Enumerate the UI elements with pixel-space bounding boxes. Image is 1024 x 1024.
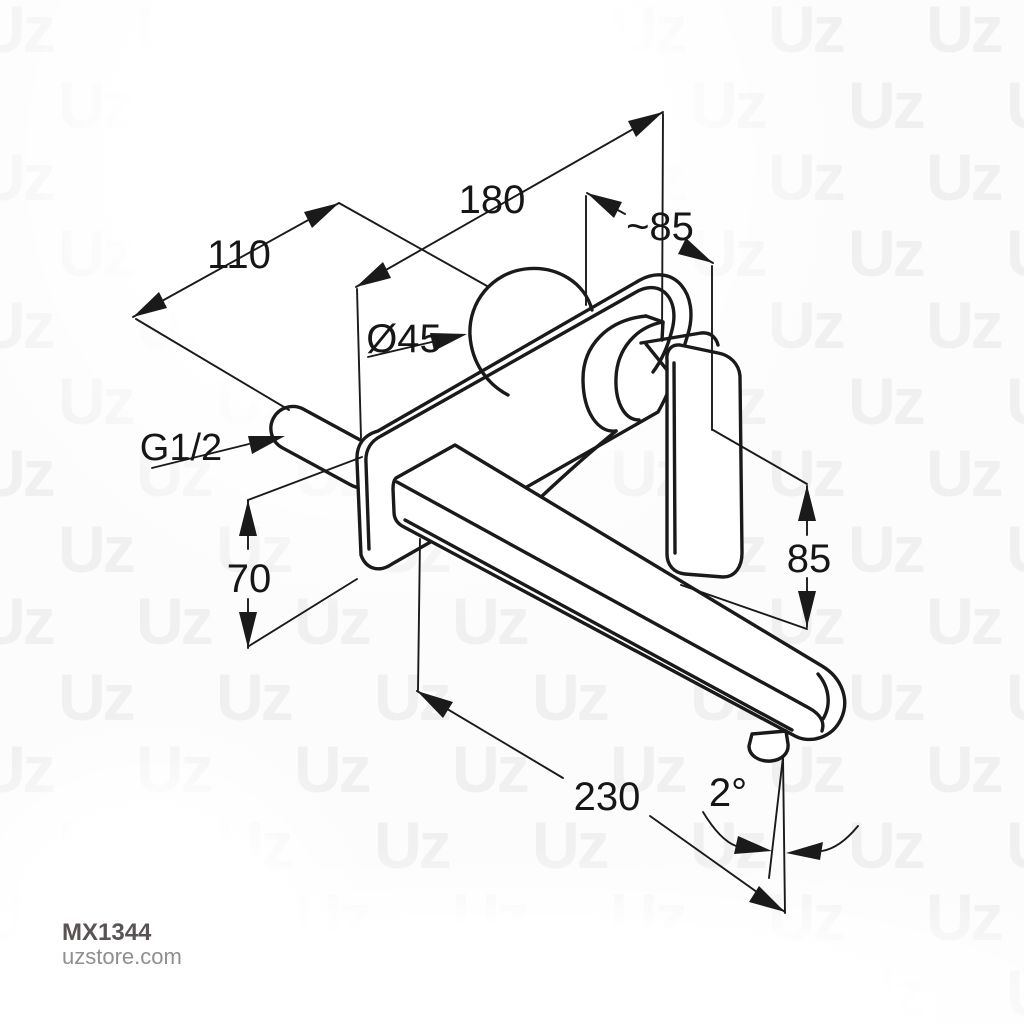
dimension-label-2deg: 2° <box>709 771 747 815</box>
extension-line-180-right <box>661 113 664 339</box>
extension-line-70-top <box>247 456 363 501</box>
handle-chamfer-line <box>672 361 677 555</box>
plumb-line <box>782 756 786 914</box>
extension-line-85-bottom <box>680 584 808 630</box>
arrowhead-icon <box>587 193 622 218</box>
dimension-label-thread: G1/2 <box>140 427 222 469</box>
cartridge-sleeve-outer <box>581 314 648 433</box>
dimension-label-230: 230 <box>574 775 641 819</box>
watermark-fade-top <box>0 0 860 630</box>
spout-tip-crease <box>816 672 830 721</box>
dimension-label-70: 70 <box>227 557 272 601</box>
leader-line-thread <box>151 443 250 469</box>
handle-back-top-edge <box>639 331 720 347</box>
dimension-line-110 <box>132 202 340 318</box>
dimension-label-dia45: Ø45 <box>366 317 442 361</box>
product-code: MX1344 <box>62 919 152 946</box>
arrowhead-icon <box>749 886 785 912</box>
arrowhead-icon <box>133 292 167 317</box>
extension-line-230 <box>417 538 421 691</box>
extension-line-180-left <box>356 288 362 439</box>
escutcheon-dome-icon <box>468 266 594 338</box>
faucet-assembly <box>269 266 847 763</box>
dimension-label-110: 110 <box>207 233 271 277</box>
extension-line-85-top <box>712 429 808 485</box>
arrowhead-icon <box>798 485 816 521</box>
leader-line-dia45 <box>367 340 437 358</box>
cartridge-sleeve-to-spout <box>539 429 618 499</box>
arrowhead-icon <box>248 436 285 454</box>
escutcheon-base-edge <box>468 334 510 397</box>
angle-arc-right <box>821 825 859 852</box>
arrowhead-icon <box>356 262 391 287</box>
arrowhead-icon <box>239 500 257 536</box>
arrowhead-icon <box>239 612 257 648</box>
angle-arc-left <box>702 811 737 847</box>
store-name: uzstore.com <box>62 944 182 969</box>
extension-line-110-right <box>338 202 488 287</box>
spout-ridge-line <box>395 480 825 733</box>
dimension-labels: 110 180 ~85 Ø45 G1/2 70 85 230 2° <box>140 178 831 819</box>
arrowhead-icon <box>304 203 339 228</box>
arrowhead-icon <box>417 691 453 718</box>
angle-line-2deg <box>768 756 784 879</box>
handle <box>665 343 744 579</box>
spout-chamfer-line <box>403 518 794 732</box>
arrowhead-icon <box>798 591 816 627</box>
arrowhead-icon <box>786 842 823 860</box>
arrowhead-icon <box>734 836 772 854</box>
extension-line-110-left <box>135 318 290 411</box>
aerator-icon <box>747 729 790 763</box>
handle-side-edge <box>644 342 669 372</box>
extension-line-70-bottom <box>248 578 358 647</box>
arrowhead-icon <box>628 112 663 137</box>
dimension-label-180: 180 <box>459 178 526 222</box>
arrowhead-icon <box>430 333 467 351</box>
arrowhead-icon <box>678 238 713 263</box>
dimension-lines <box>132 111 859 914</box>
dimension-line-180 <box>355 111 664 288</box>
dimension-label-85: 85 <box>787 537 832 581</box>
watermark-fade-footer <box>0 710 390 1024</box>
cartridge-sleeve-inner <box>614 320 665 422</box>
dimension-label-85-approx: ~85 <box>626 205 694 249</box>
footer: MX1344 uzstore.com <box>62 919 182 969</box>
